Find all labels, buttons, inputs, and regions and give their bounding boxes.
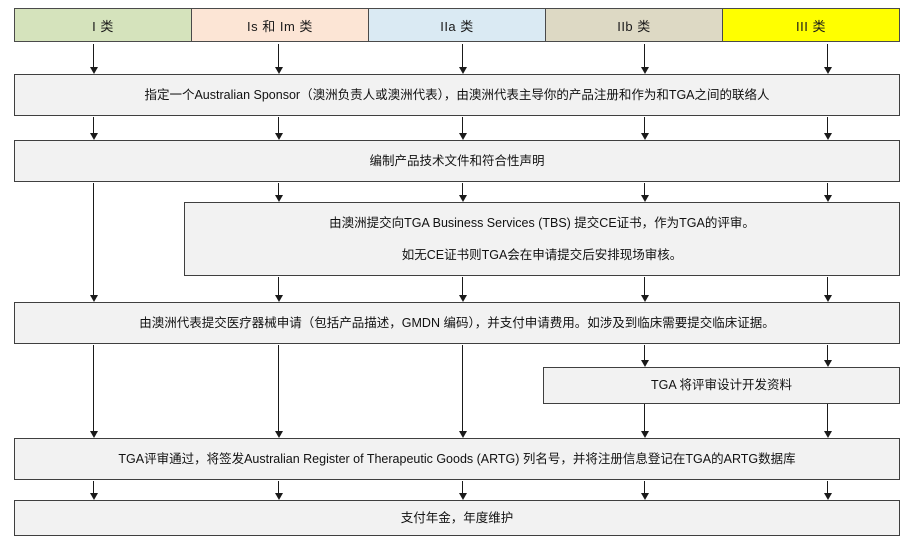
connector-sponsor-to-techfile-2: [462, 117, 463, 134]
connector-apply-to-artg-0-arrowhead: [89, 431, 98, 438]
connector-artg-to-annual-3-arrowhead: [640, 493, 649, 500]
connector-sponsor-to-techfile-3-arrowhead: [640, 133, 649, 140]
connector-techfile-to-tbs-1: [278, 183, 279, 196]
connector-techfile-to-tbs-3-arrowhead: [640, 195, 649, 202]
step-box-design-review: TGA 将评审设计开发资料: [543, 367, 900, 404]
connector-artg-to-annual-1: [278, 481, 279, 494]
class-label-i: I 类: [92, 18, 114, 34]
connector-class-to-sponsor-0: [93, 44, 94, 68]
connector-design-to-artg-4: [827, 404, 828, 432]
class-box-i[interactable]: I 类: [14, 8, 192, 42]
step-text-tbs-line2: 如无CE证书则TGA会在申请提交后安排现场审核。: [401, 248, 683, 262]
connector-sponsor-to-techfile-1: [278, 117, 279, 134]
step-box-appoint-sponsor: 指定一个Australian Sponsor（澳洲负责人或澳洲代表），由澳洲代表…: [14, 74, 900, 116]
class-box-is-im[interactable]: Is 和 Im 类: [191, 8, 369, 42]
connector-artg-to-annual-0-arrowhead: [89, 493, 98, 500]
connector-class-to-sponsor-1: [278, 44, 279, 68]
connector-artg-to-annual-2-arrowhead: [458, 493, 467, 500]
connector-apply-to-artg-1: [278, 345, 279, 432]
connector-design-to-artg-3: [644, 404, 645, 432]
connector-artg-to-annual-3: [644, 481, 645, 494]
class-box-iii[interactable]: III 类: [722, 8, 900, 42]
connector-class-to-sponsor-0-arrowhead: [89, 67, 98, 74]
step-text-technical-file: 编制产品技术文件和符合性声明: [369, 153, 545, 168]
connector-techfile-to-tbs-2: [462, 183, 463, 196]
class-label-is-im: Is 和 Im 类: [247, 18, 313, 34]
class-box-iib[interactable]: IIb 类: [545, 8, 723, 42]
step-box-submit-application: 由澳洲代表提交医疗器械申请（包括产品描述，GMDN 编码），并支付申请费用。如涉…: [14, 302, 900, 344]
connector-class-to-sponsor-3: [644, 44, 645, 68]
connector-artg-to-annual-0: [93, 481, 94, 494]
step-text-artg-listing: TGA评审通过，将签发Australian Register of Therap…: [118, 451, 796, 466]
class-label-iib: IIb 类: [617, 18, 651, 34]
class-label-iia: IIa 类: [440, 18, 474, 34]
step-text-design-review: TGA 将评审设计开发资料: [651, 378, 792, 393]
connector-class-to-sponsor-1-arrowhead: [274, 67, 283, 74]
connector-apply-to-design-4-arrowhead: [823, 360, 832, 367]
connector-techfile-to-tbs-4: [827, 183, 828, 196]
connector-techfile-to-tbs-3: [644, 183, 645, 196]
connector-sponsor-to-techfile-0-arrowhead: [89, 133, 98, 140]
connector-design-to-artg-3-arrowhead: [640, 431, 649, 438]
connector-apply-to-artg-2-arrowhead: [458, 431, 467, 438]
connector-sponsor-to-techfile-2-arrowhead: [458, 133, 467, 140]
step-box-technical-file: 编制产品技术文件和符合性声明: [14, 140, 900, 182]
step-text-annual-fee: 支付年金，年度维护: [400, 510, 514, 525]
connector-tbs-to-apply-1: [278, 277, 279, 296]
step-box-artg-listing: TGA评审通过，将签发Australian Register of Therap…: [14, 438, 900, 480]
connector-sponsor-to-techfile-1-arrowhead: [274, 133, 283, 140]
connector-artg-to-annual-4-arrowhead: [823, 493, 832, 500]
connector-tbs-to-apply-4-arrowhead: [823, 295, 832, 302]
connector-artg-to-annual-4: [827, 481, 828, 494]
connector-apply-to-design-4: [827, 345, 828, 361]
connector-artg-to-annual-1-arrowhead: [274, 493, 283, 500]
step-box-annual-fee: 支付年金，年度维护: [14, 500, 900, 536]
connector-sponsor-to-techfile-4: [827, 117, 828, 134]
connector-class-to-sponsor-4-arrowhead: [823, 67, 832, 74]
connector-tbs-to-apply-3-arrowhead: [640, 295, 649, 302]
connector-tbs-to-apply-4: [827, 277, 828, 296]
connector-tbs-to-apply-3: [644, 277, 645, 296]
connector-techfile-to-apply-0-arrowhead: [89, 295, 98, 302]
connector-tbs-to-apply-1-arrowhead: [274, 295, 283, 302]
class-label-iii: III 类: [796, 18, 826, 34]
connector-class-to-sponsor-2-arrowhead: [458, 67, 467, 74]
connector-techfile-to-tbs-2-arrowhead: [458, 195, 467, 202]
connector-apply-to-design-3-arrowhead: [640, 360, 649, 367]
step-text-submit-application: 由澳洲代表提交医疗器械申请（包括产品描述，GMDN 编码），并支付申请费用。如涉…: [139, 315, 775, 330]
connector-apply-to-design-3: [644, 345, 645, 361]
step-box-tbs-ce-certificate: 由澳洲提交向TGA Business Services (TBS) 提交CE证书…: [184, 202, 900, 276]
connector-sponsor-to-techfile-0: [93, 117, 94, 134]
step-text-tbs-line1: 由澳洲提交向TGA Business Services (TBS) 提交CE证书…: [329, 215, 755, 230]
connector-design-to-artg-4-arrowhead: [823, 431, 832, 438]
connector-tbs-to-apply-2: [462, 277, 463, 296]
connector-apply-to-artg-1-arrowhead: [274, 431, 283, 438]
connector-techfile-to-tbs-4-arrowhead: [823, 195, 832, 202]
class-box-iia[interactable]: IIa 类: [368, 8, 546, 42]
device-class-header-row: I 类 Is 和 Im 类 IIa 类 IIb 类 III 类: [14, 8, 900, 42]
connector-sponsor-to-techfile-3: [644, 117, 645, 134]
connector-techfile-to-tbs-1-arrowhead: [274, 195, 283, 202]
step-text-appoint-sponsor: 指定一个Australian Sponsor（澳洲负责人或澳洲代表），由澳洲代表…: [144, 87, 770, 102]
connector-artg-to-annual-2: [462, 481, 463, 494]
connector-apply-to-artg-0: [93, 345, 94, 432]
connector-tbs-to-apply-2-arrowhead: [458, 295, 467, 302]
connector-apply-to-artg-2: [462, 345, 463, 432]
connector-sponsor-to-techfile-4-arrowhead: [823, 133, 832, 140]
connector-class-to-sponsor-4: [827, 44, 828, 68]
connector-class-to-sponsor-3-arrowhead: [640, 67, 649, 74]
connector-techfile-to-apply-0: [93, 183, 94, 296]
connector-class-to-sponsor-2: [462, 44, 463, 68]
